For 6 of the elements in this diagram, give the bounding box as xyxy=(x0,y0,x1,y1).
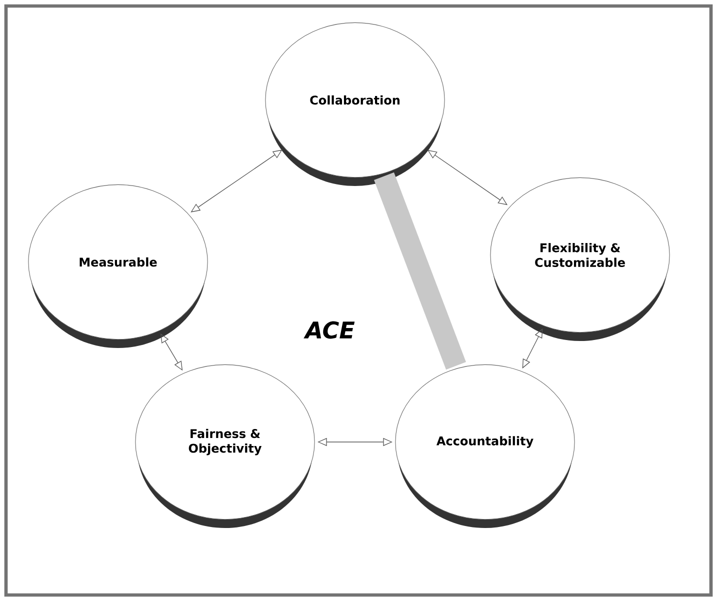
circle-node: Flexibility & Customizable xyxy=(490,177,670,341)
center-label: ACE xyxy=(304,321,355,339)
circle-node: Fairness & Objectivity xyxy=(135,364,315,528)
circle-node: Measurable xyxy=(28,184,208,348)
circle-node: Collaboration xyxy=(265,22,445,186)
circle-node: Accountability xyxy=(395,364,575,528)
